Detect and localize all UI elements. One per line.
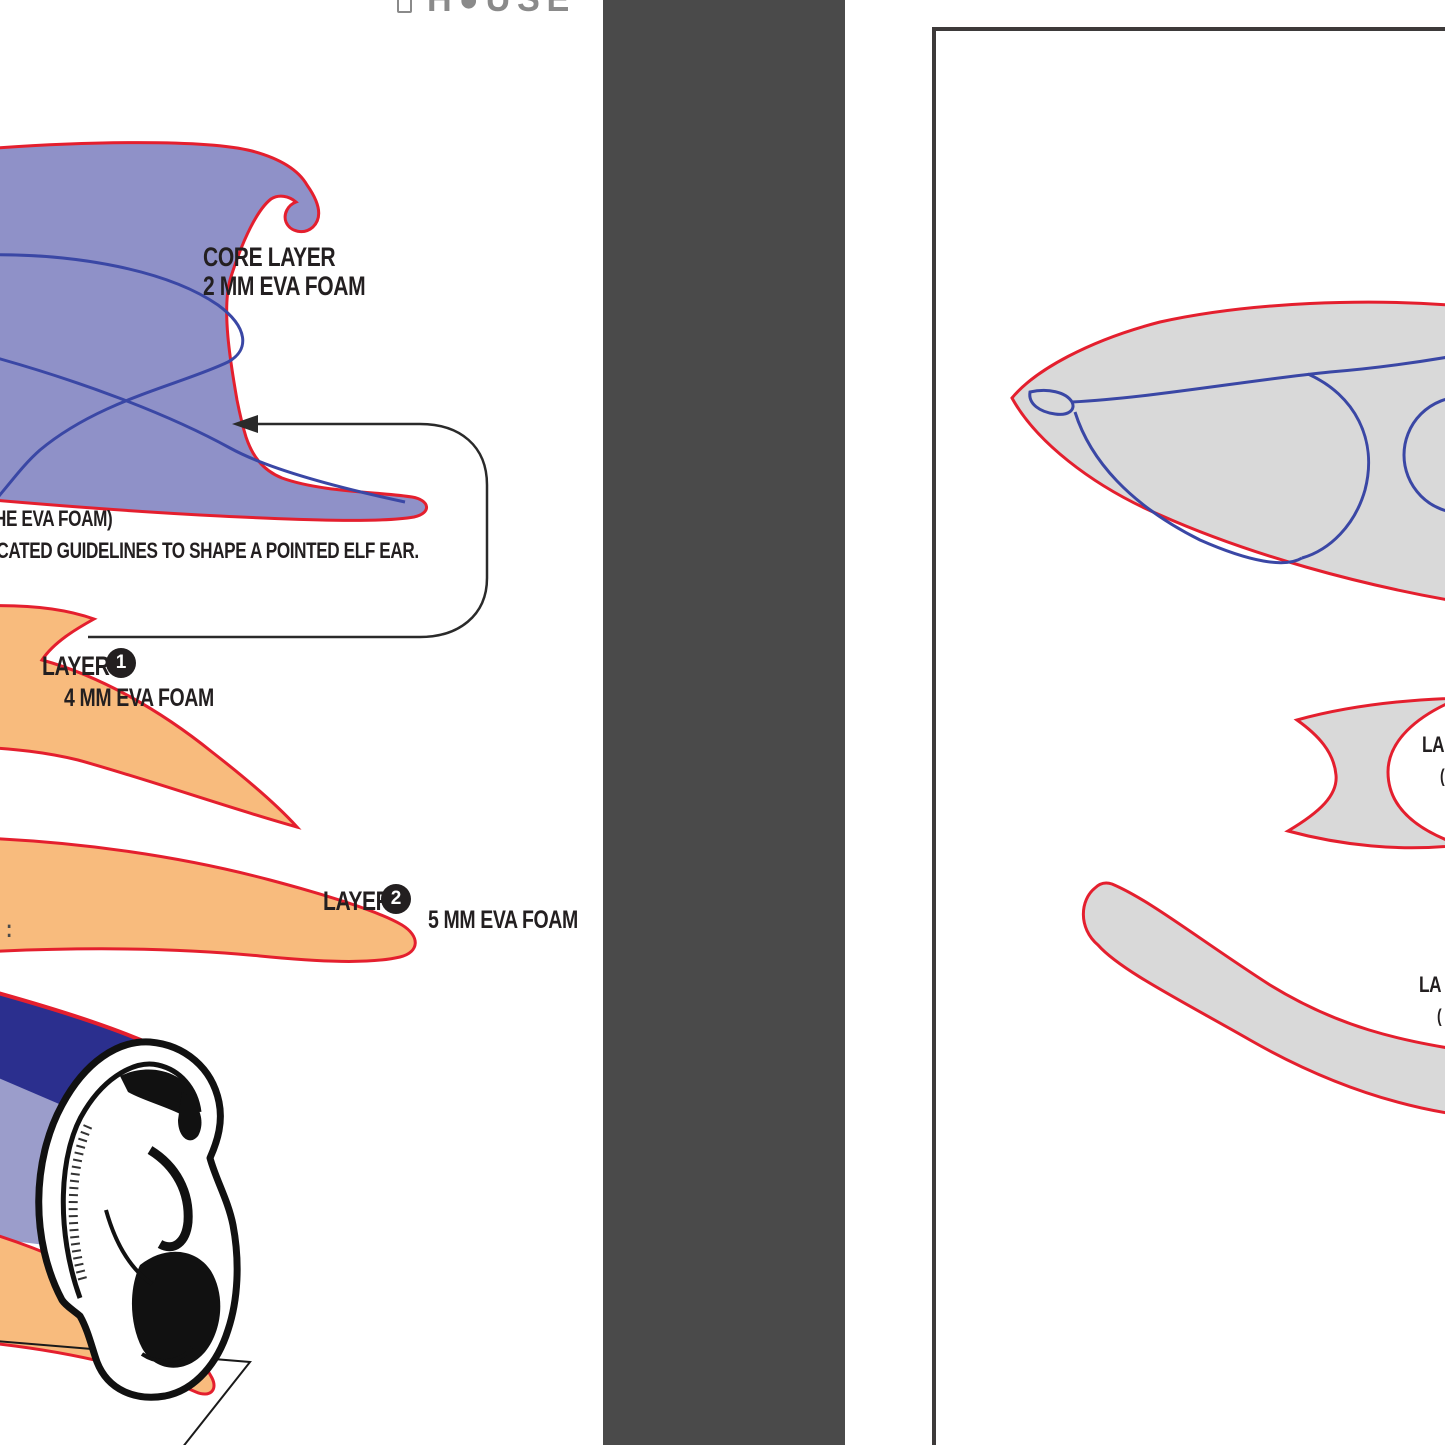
layer2-number-badge: 2 xyxy=(381,884,411,914)
core-layer-guideline-loop xyxy=(0,253,245,498)
core-layer-shape xyxy=(0,141,428,522)
ear-concha-shadow xyxy=(131,1251,221,1368)
callout-text-line1: HE EVA FOAM) xyxy=(0,506,113,531)
right-label-bottom: LA xyxy=(1419,972,1442,997)
right-label-bottom-fragment: ( xyxy=(1437,1006,1442,1026)
callout-bracket xyxy=(88,422,489,639)
ear-stipple-shading xyxy=(68,1124,93,1286)
right-ear-guideline-lower xyxy=(1073,411,1303,565)
core-layer-guideline-sweep xyxy=(0,357,406,504)
ear-lobe-curve xyxy=(140,1346,194,1364)
right-label-top: LA xyxy=(1422,732,1445,757)
layer2-label: LAYER xyxy=(323,886,391,916)
right-ear-guideline-circle xyxy=(1402,397,1445,513)
clipped-left-edge-text: : xyxy=(6,916,12,943)
core-layer-label: CORE LAYER 2 MM EVA FOAM xyxy=(203,242,366,301)
layer2-shape xyxy=(0,837,417,963)
right-label-top-fragment: ( xyxy=(1440,766,1445,786)
right-ear-guideline-loop xyxy=(1028,388,1075,416)
layer1-size-label: 4 MM EVA FOAM xyxy=(64,684,214,712)
layer2-size-label: 5 MM EVA FOAM xyxy=(428,906,578,934)
ear-top-comma-shadow xyxy=(120,1069,198,1118)
right-panel-frame xyxy=(932,27,1445,1445)
core-layer-label-line2: 2 MM EVA FOAM xyxy=(203,271,366,301)
ear-helix-hook-shadow xyxy=(178,1092,202,1141)
layer1-shape xyxy=(0,604,302,830)
layer1-label: LAYER xyxy=(42,651,110,681)
ear-inner-helix-line xyxy=(60,1061,202,1299)
callout-arrowhead-icon xyxy=(232,415,258,433)
ear-antihelix-curve xyxy=(147,1146,193,1252)
right-layer-piece-strip xyxy=(1081,881,1445,1115)
brand-logo: H●USE xyxy=(427,0,576,20)
callout-text-line2: ICATED GUIDELINES TO SHAPE A POINTED ELF… xyxy=(0,538,419,563)
right-layer-piece-top xyxy=(1284,697,1445,850)
core-layer-label-line1: CORE LAYER xyxy=(203,242,336,272)
right-ear-guideline-teardrop xyxy=(1301,372,1370,560)
logo-box-icon xyxy=(397,0,412,13)
page-divider-bar xyxy=(603,0,845,1445)
right-ear-pattern-shape xyxy=(1010,300,1445,601)
board-corner-lines xyxy=(0,1340,252,1445)
layer1-number-badge: 1 xyxy=(106,648,136,678)
ear-tragus-line xyxy=(104,1209,154,1286)
